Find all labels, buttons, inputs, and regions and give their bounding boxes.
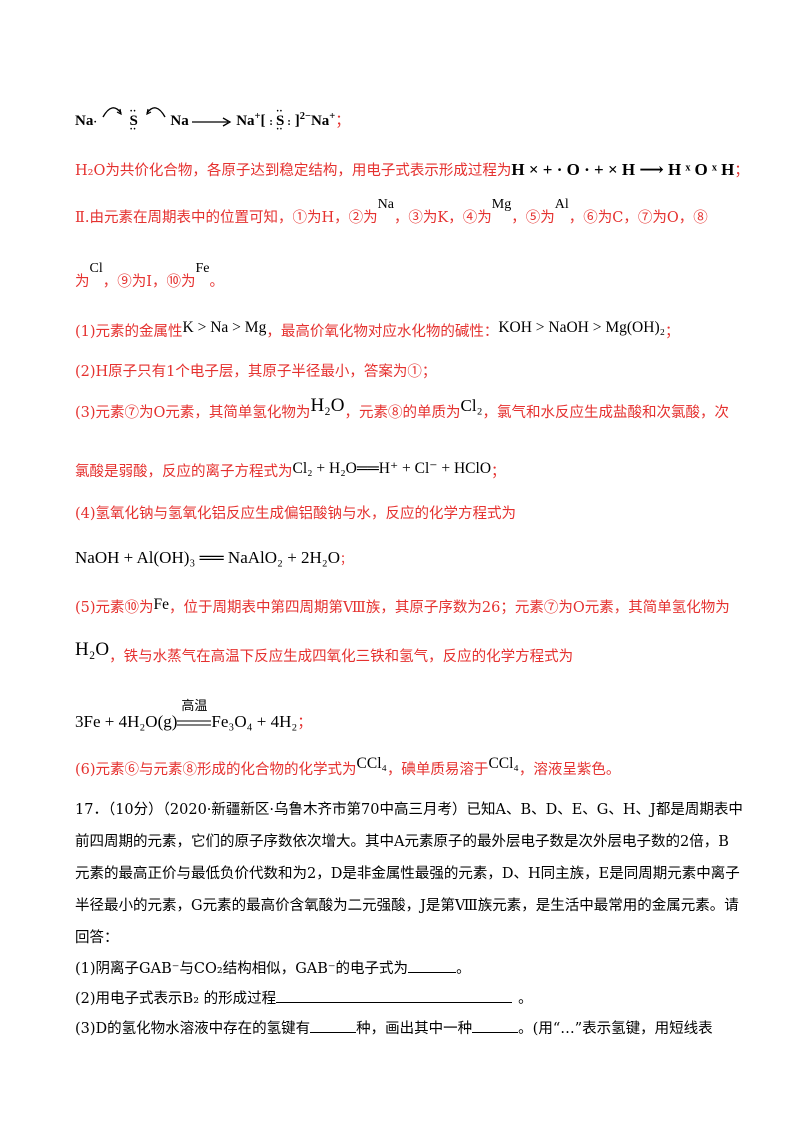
element-al: Al bbox=[554, 197, 569, 212]
water-formula-2: H₂O bbox=[75, 639, 110, 660]
question-17-line4: 半径最小的元素，G元素的最高价含氧酸为二元强酸，J是第Ⅷ族元素，是生活中最常用的… bbox=[75, 898, 739, 914]
chlorine-water-ionic-equation: Cl₂ + H₂O══H⁺ + Cl⁻ + HClO bbox=[292, 460, 492, 477]
answer-5: (5)元素⑩为Fe，位于周期表中第四周期第Ⅷ族，其原子序数为26；元素⑦为O元素… bbox=[75, 596, 730, 616]
sodium-atom-left: Na bbox=[75, 113, 94, 129]
answer-2: (2)H原子只有1个电子层，其原子半径最小，答案为①； bbox=[75, 364, 437, 380]
h2o-formation-sentence: H₂O为共价化合物，各原子达到稳定结构，用电子式表示形成过程为H × + · O… bbox=[75, 160, 749, 179]
iron-symbol: Fe bbox=[153, 596, 170, 613]
question-17-sub3: (3)D的氢化物水溶液中存在的氢键有种，画出其中一种。(用“…”表示氢键，用短线… bbox=[75, 1018, 713, 1039]
na2s-formation-equation: Na· ··S·· Na Na+[ :··S··: ]2−Na+； bbox=[75, 103, 350, 135]
naoh-aloh3-equation: NaOH + Al(OH)₃ ══ NaAlO₂ + 2H₂O bbox=[75, 548, 341, 567]
answer-blank-4[interactable] bbox=[472, 1018, 519, 1033]
question-17-sub2: (2)用电子式表示B₂ 的形成过程。 bbox=[75, 988, 533, 1009]
double-bar-equals-icon bbox=[177, 720, 212, 726]
element-na: Na bbox=[377, 197, 394, 212]
reaction-condition: 高温 bbox=[181, 699, 208, 714]
metallic-order: K > Na > Mg bbox=[182, 319, 267, 336]
question-17-line1: 17．（10分）（2020·新疆新区·乌鲁木齐市第70中高三月考）已知A、B、D… bbox=[75, 802, 743, 818]
question-17-line2: 前四周期的元素，它们的原子序数依次增大。其中A元素原子的最外层电子数是次外层电子… bbox=[75, 834, 729, 850]
answer-5-continued: H₂O，铁与水蒸气在高温下反应生成四氧化三铁和氢气，反应的化学方程式为 bbox=[75, 639, 574, 666]
basicity-order: KOH > NaOH > Mg(OH)₂ bbox=[498, 319, 666, 336]
periodic-table-positions-line2: 为Cl，⑨为I，⑩为Fe。 bbox=[75, 261, 224, 290]
answer-4-equation-line: NaOH + Al(OH)₃ ══ NaAlO₂ + 2H₂O； bbox=[75, 548, 353, 567]
h2o-formation-equation: H × + · O · + × H ⟶ H ˣ O ˣ H bbox=[511, 160, 735, 179]
answer-4: (4)氢氧化钠与氢氧化铝反应生成偏铝酸钠与水，反应的化学方程式为 bbox=[75, 506, 517, 522]
ccl4-formula-2: CCl₄ bbox=[488, 755, 519, 772]
sulfur-atom: ··S·· bbox=[129, 106, 138, 135]
element-fe: Fe bbox=[195, 261, 210, 276]
answer-blank-3[interactable] bbox=[310, 1018, 357, 1033]
chlorine-formula: Cl₂ bbox=[460, 396, 483, 415]
element-cl: Cl bbox=[89, 261, 103, 276]
question-17-sub1: (1)阴离子GAB⁻与CO₂结构相似，GAB⁻的电子式为。 bbox=[75, 958, 471, 979]
answer-3-equation-line: 氯酸是弱酸，反应的离子方程式为Cl₂ + H₂O══H⁺ + Cl⁻ + HCl… bbox=[75, 460, 506, 480]
answer-6: (6)元素⑥与元素⑧形成的化合物的化学式为CCl₄，碘单质易溶于CCl₄，溶液呈… bbox=[75, 755, 621, 778]
answer-3: (3)元素⑦为O元素，其简单氢化物为H₂O，元素⑧的单质为Cl₂，氯气和水反应生… bbox=[75, 395, 730, 422]
electron-transfer-arrow-icon bbox=[145, 107, 166, 118]
sodium-atom-right: Na bbox=[170, 113, 189, 129]
electron-transfer-arrow-icon bbox=[102, 107, 122, 118]
answer-blank-2[interactable] bbox=[276, 988, 513, 1003]
question-17-line5: 回答： bbox=[75, 930, 119, 946]
water-formula: H₂O bbox=[310, 395, 345, 416]
answer-1: (1)元素的金属性K > Na > Mg，最高价氧化物对应水化物的碱性：KOH … bbox=[75, 319, 680, 340]
element-mg: Mg bbox=[491, 197, 512, 212]
question-17-line3: 元素的最高正价与最低负价代数和为2，D是非金属性最强的元素，D、H同主族，E是同… bbox=[75, 866, 740, 882]
reaction-arrow-icon bbox=[192, 116, 232, 127]
answer-blank-1[interactable] bbox=[408, 958, 457, 973]
ccl4-formula: CCl₄ bbox=[356, 755, 387, 772]
periodic-table-positions-line1: Ⅱ.由元素在周期表中的位置可知，①为H，②为Na，③为K，④为Mg，⑤为Al，⑥… bbox=[75, 197, 708, 226]
